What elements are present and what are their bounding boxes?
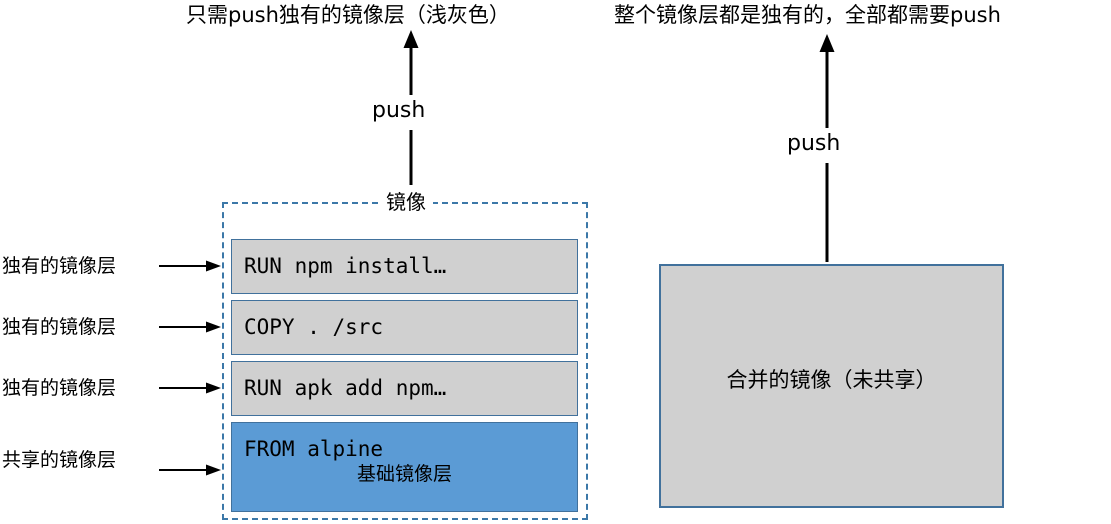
left-push-arrowhead: [403, 30, 419, 48]
left-panel-title: 只需push独有的镜像层（浅灰色）: [186, 3, 510, 27]
right-push-arrowhead: [819, 34, 835, 52]
connector-arrowhead-layer-4: [206, 464, 221, 476]
annotation-unique-layer-2: 独有的镜像层: [2, 316, 117, 338]
layer-command-text: COPY . /src: [244, 315, 384, 339]
layer-command-text: FROM alpine: [244, 437, 384, 461]
base-layer-sublabel: 基础镜像层: [356, 463, 452, 485]
image-container-label: 镜像: [379, 190, 433, 214]
image-layer-run-npm-install[interactable]: RUN npm install…: [231, 239, 578, 294]
connector-arrowhead-layer-3: [206, 382, 221, 394]
right-push-label: push: [787, 131, 841, 156]
merged-image-label: 合并的镜像（未共享）: [726, 368, 937, 392]
layer-command-text: RUN npm install…: [244, 254, 447, 278]
image-layer-copy-src[interactable]: COPY . /src: [231, 300, 578, 355]
image-layer-from-alpine[interactable]: FROM alpine 基础镜像层: [231, 422, 578, 512]
right-panel-title: 整个镜像层都是独有的，全部都需要push: [614, 3, 1001, 27]
annotation-shared-layer: 共享的镜像层: [2, 449, 117, 471]
connector-arrowhead-layer-1: [206, 260, 221, 272]
annotation-unique-layer-3: 独有的镜像层: [2, 377, 117, 399]
merged-image-box[interactable]: 合并的镜像（未共享）: [659, 264, 1004, 508]
layer-command-text: RUN apk add npm…: [244, 376, 447, 400]
annotation-unique-layer-1: 独有的镜像层: [2, 255, 117, 277]
image-layer-run-apk-add[interactable]: RUN apk add npm…: [231, 361, 578, 416]
connector-arrowhead-layer-2: [206, 321, 221, 333]
left-push-label: push: [372, 98, 426, 123]
